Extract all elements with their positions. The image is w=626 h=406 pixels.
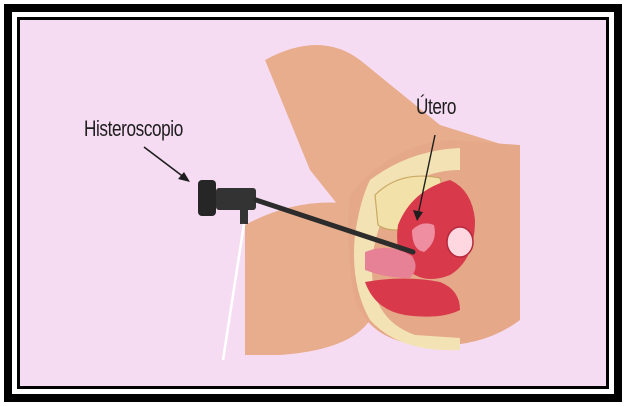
organ-label: Útero xyxy=(416,94,456,120)
hysteroscope-cable xyxy=(223,224,244,360)
hysteroscope-body xyxy=(216,188,256,210)
illustration-canvas: Histeroscopio Útero xyxy=(20,20,606,386)
ovary-shape xyxy=(447,227,473,257)
hysteroscope-valve xyxy=(240,210,248,224)
hysteroscope-eyepiece xyxy=(198,180,216,216)
arrow-instrument-line xyxy=(144,147,185,178)
hysteroscopy-illustration xyxy=(20,20,606,386)
instrument-label: Histeroscopio xyxy=(84,116,183,142)
